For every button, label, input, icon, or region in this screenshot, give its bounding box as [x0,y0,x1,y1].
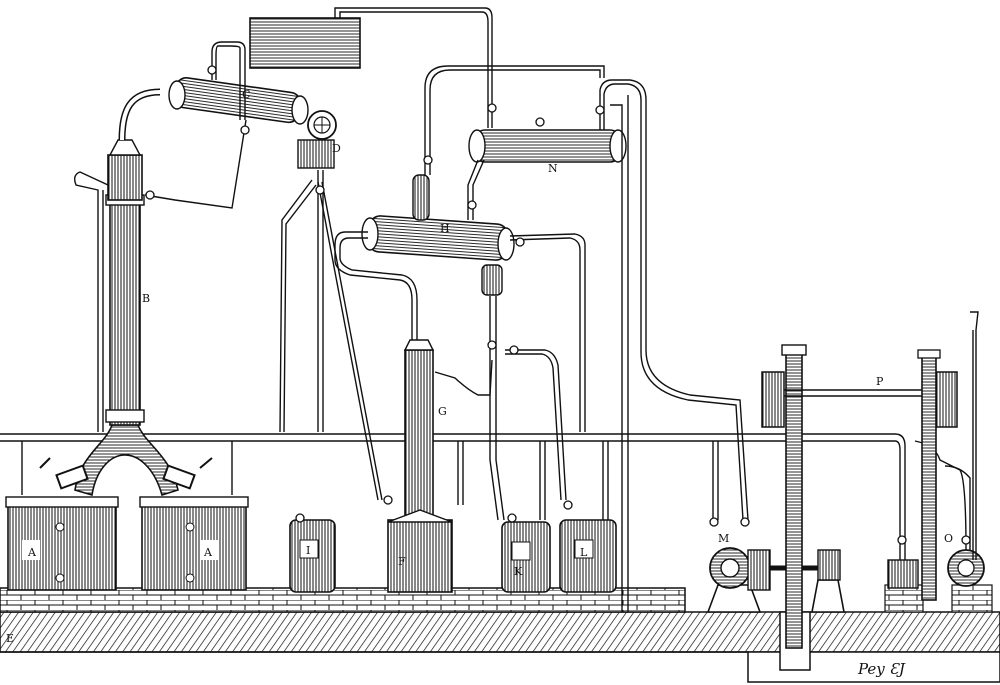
valves [145,65,971,545]
pump-o [887,349,985,601]
receiver-l [559,519,617,593]
label-n: N [548,162,558,175]
label-l: L [580,546,588,559]
column-b [105,88,161,426]
receiver-i [289,519,336,593]
pipework [21,7,971,612]
label-f: F [398,555,406,568]
label-a-right: A [203,546,213,559]
vent-pipe [970,311,979,560]
regulator-d [297,110,337,169]
label-c: C [242,88,250,101]
label-k: K [514,565,523,578]
boiler-a-right [139,496,249,591]
condenser-n [468,129,627,163]
label-p: P [876,375,884,388]
label-h: H [440,222,450,235]
label-a-left: A [27,546,37,559]
engraver-signature: Pey ƐJ [857,660,906,678]
letter-labels: A A B C D G H I F K L M N O P E Pey ƐJ [6,88,953,678]
heater-h [361,174,515,296]
boiler-a-left [5,496,119,591]
flywheel-center [781,344,807,649]
label-o: O [944,532,953,545]
receiver-k [501,521,551,593]
label-i: I [306,544,310,557]
condenser-c [168,77,309,125]
label-g: G [438,405,447,418]
valve-handles-boilers [39,457,213,490]
label-d: D [332,142,341,155]
label-b: B [142,292,150,305]
brick-base [0,584,993,613]
signature-box [848,656,968,680]
label-m: M [718,532,729,545]
pump-m [706,547,845,613]
y-fork-pipe [74,424,179,497]
rectifier-g [387,339,453,593]
water-tank-top [249,17,361,69]
label-e: E [6,632,14,645]
